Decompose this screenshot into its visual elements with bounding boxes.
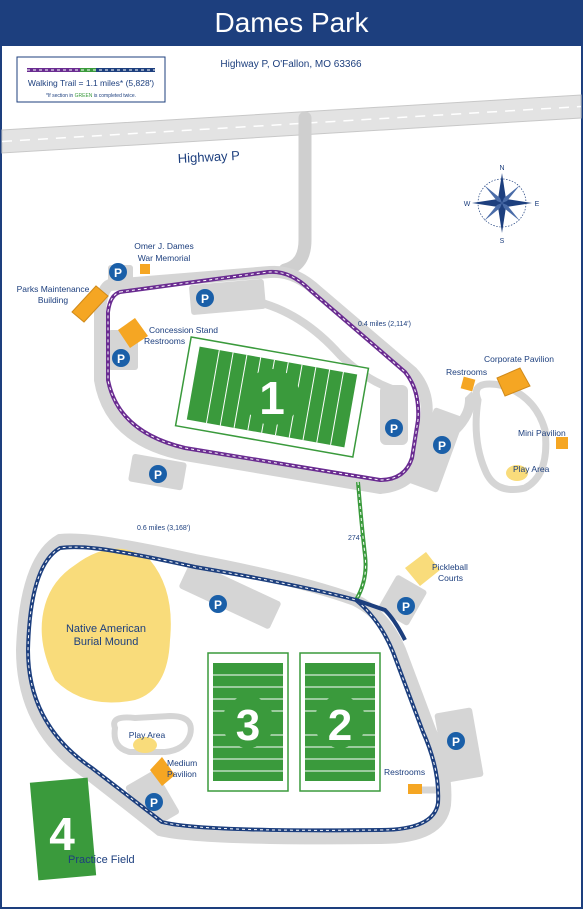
maintenance-label-2: Building bbox=[38, 295, 69, 305]
burial-mound bbox=[41, 548, 171, 703]
burial-mound-label-2: Burial Mound bbox=[74, 636, 139, 648]
parking-icon: P bbox=[145, 793, 163, 811]
east-play-loop bbox=[472, 380, 550, 493]
maintenance-label-1: Parks Maintenance bbox=[17, 284, 90, 294]
field-3 bbox=[207, 652, 289, 792]
memorial-label-2: War Memorial bbox=[138, 253, 191, 263]
medium-pavilion-label-1: Medium bbox=[167, 758, 197, 768]
svg-text:P: P bbox=[438, 439, 446, 453]
compass-w: W bbox=[464, 201, 471, 208]
parking-icon: P bbox=[112, 349, 130, 367]
pickleball-label-1: Pickleball bbox=[432, 562, 468, 572]
upper-loop-distance: 0.4 miles (2,114') bbox=[358, 321, 411, 328]
parking-icon: P bbox=[109, 263, 127, 281]
buildings bbox=[71, 264, 568, 794]
parking-icon: P bbox=[433, 436, 451, 454]
highway-road bbox=[1, 94, 582, 154]
field-2-number: 2 bbox=[328, 701, 352, 750]
east-restrooms-label: Restrooms bbox=[446, 367, 487, 377]
parking-icon: P bbox=[397, 597, 415, 615]
compass-e: E bbox=[535, 201, 540, 208]
connector-distance: 274' bbox=[348, 535, 361, 542]
memorial-label-1: Omer J. Dames bbox=[134, 241, 194, 251]
svg-text:P: P bbox=[402, 600, 410, 614]
legend-note: *If section in GREEN is completed twice. bbox=[46, 93, 136, 99]
west-play-area-shape bbox=[133, 737, 157, 753]
concession-label: Concession Stand bbox=[149, 325, 218, 335]
compass-rose-icon: N S W E bbox=[464, 165, 540, 245]
highway-label: Highway P bbox=[177, 148, 240, 166]
svg-text:P: P bbox=[390, 422, 398, 436]
east-play-area-shape bbox=[506, 465, 528, 481]
concession-restrooms-label: Restrooms bbox=[144, 336, 185, 346]
parking-icon: P bbox=[385, 419, 403, 437]
parking-markers: P P P P P P P P P P bbox=[109, 263, 465, 811]
svg-text:P: P bbox=[214, 598, 222, 612]
trail-legend: Walking Trail = 1.1 miles* (5,828') *If … bbox=[16, 56, 166, 103]
field-4-number: 4 bbox=[49, 808, 75, 860]
parking-icon: P bbox=[196, 289, 214, 307]
upper-loop-road bbox=[94, 265, 433, 495]
west-play-loop bbox=[111, 712, 194, 755]
svg-text:P: P bbox=[117, 352, 125, 366]
field-1 bbox=[174, 336, 370, 458]
svg-text:P: P bbox=[150, 796, 158, 810]
svg-text:P: P bbox=[154, 468, 162, 482]
lower-loop-road bbox=[15, 533, 452, 845]
field-1-number: 1 bbox=[259, 372, 285, 424]
corporate-pavilion-label: Corporate Pavilion bbox=[484, 354, 554, 364]
practice-field-label: Practice Field bbox=[68, 854, 135, 866]
mini-pavilion-label: Mini Pavilion bbox=[518, 428, 566, 438]
medium-pavilion-label-2: Pavilion bbox=[167, 769, 197, 779]
parking-icon: P bbox=[149, 465, 167, 483]
burial-mound-label-1: Native American bbox=[66, 623, 146, 635]
pickleball-label-2: Courts bbox=[438, 573, 463, 583]
inner-drive bbox=[249, 296, 397, 394]
parking-icon: P bbox=[209, 595, 227, 613]
field-3-number: 3 bbox=[236, 701, 260, 750]
address: Highway P, O'Fallon, MO 63366 bbox=[220, 59, 362, 70]
svg-text:P: P bbox=[201, 292, 209, 306]
lower-loop-distance: 0.6 miles (3,168') bbox=[137, 525, 190, 532]
field-2 bbox=[299, 652, 381, 792]
west-play-area-label: Play Area bbox=[129, 730, 166, 740]
compass-s: S bbox=[500, 238, 505, 245]
south-restrooms-label: Restrooms bbox=[384, 767, 425, 777]
page-title: Dames Park bbox=[0, 0, 583, 46]
east-play-area-label: Play Area bbox=[513, 464, 550, 474]
compass-n: N bbox=[499, 165, 504, 172]
svg-text:P: P bbox=[452, 735, 460, 749]
parking-icon: P bbox=[447, 732, 465, 750]
svg-text:P: P bbox=[114, 266, 122, 280]
field-4 bbox=[29, 777, 97, 881]
legend-trail-label: Walking Trail = 1.1 miles* (5,828') bbox=[28, 78, 154, 88]
